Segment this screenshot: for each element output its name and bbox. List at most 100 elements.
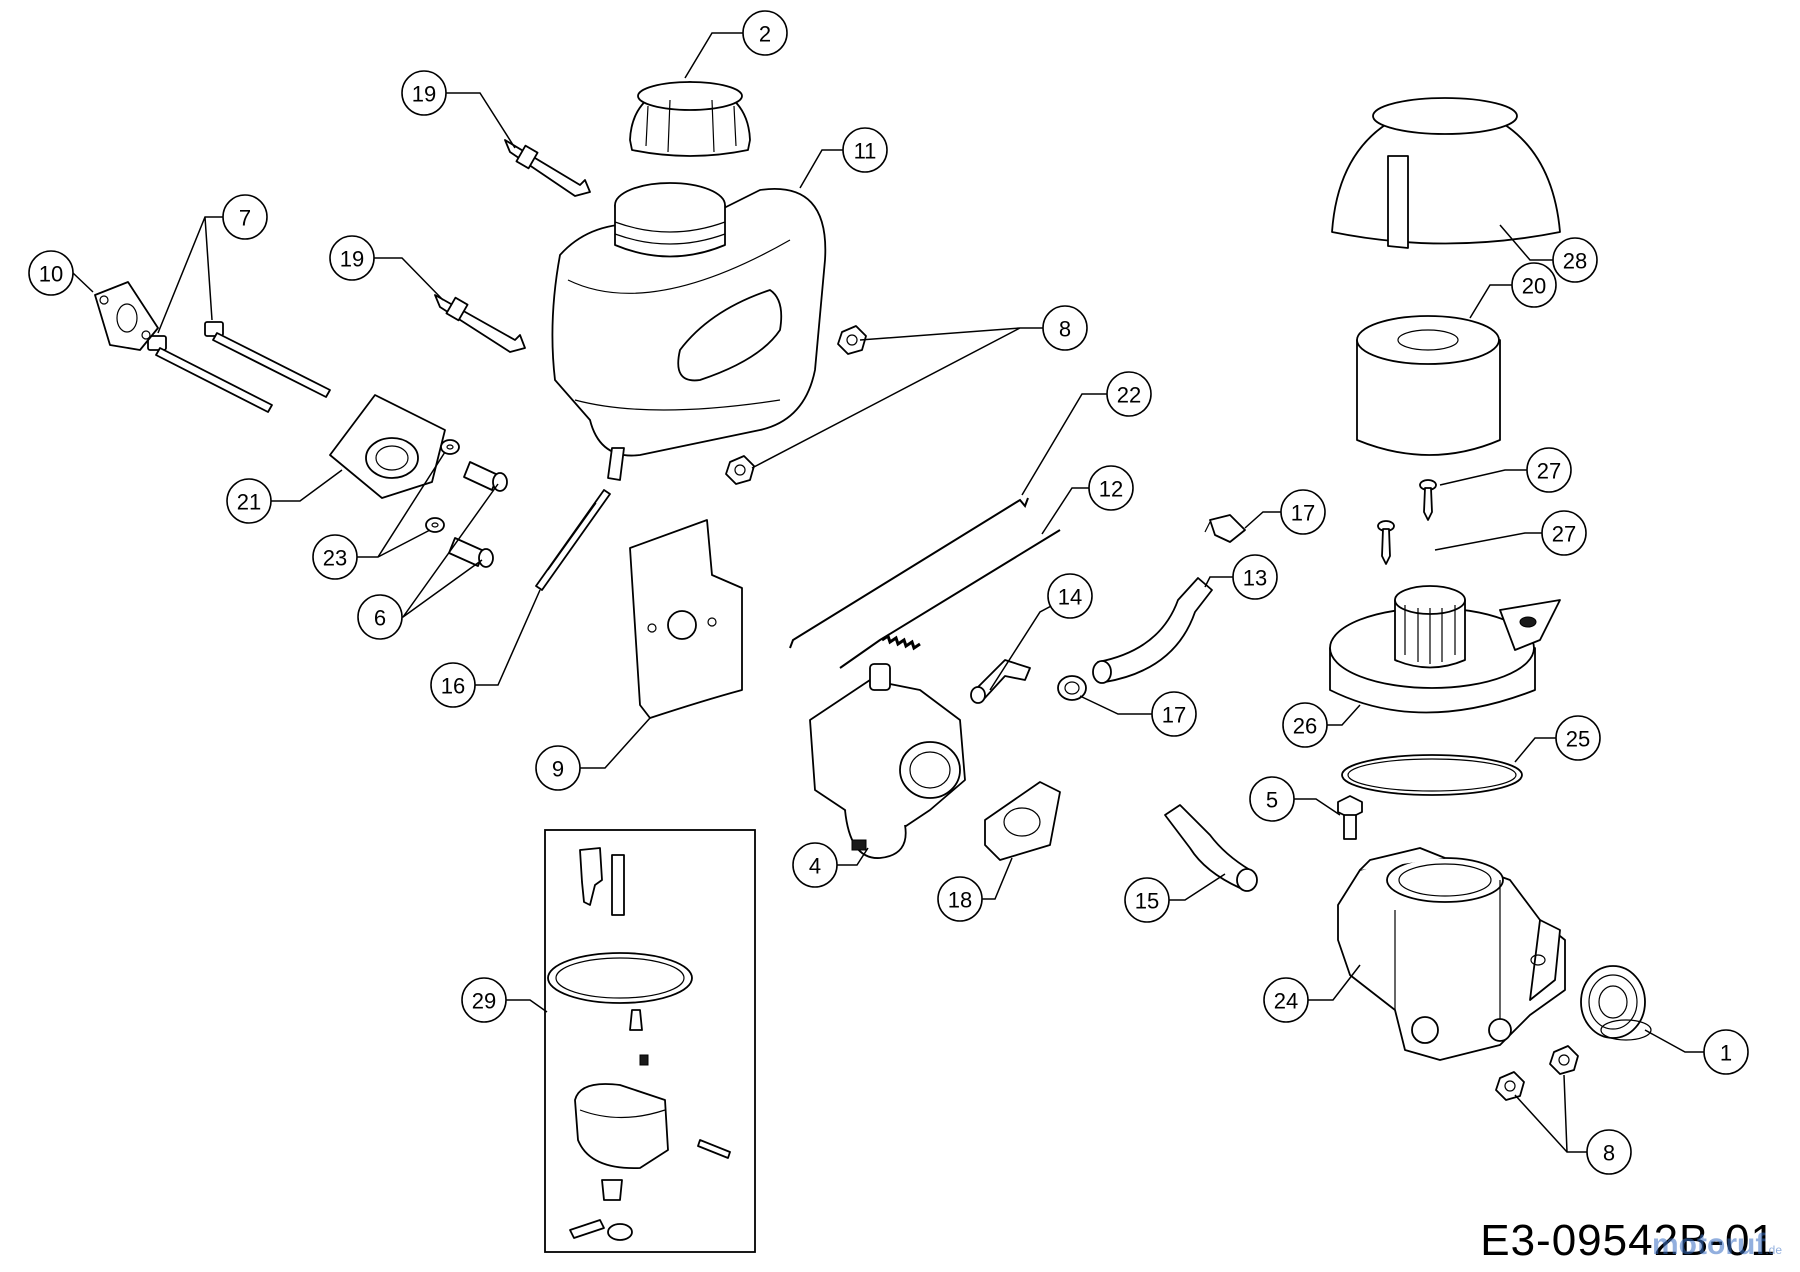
callout-19-lower: 19: [329, 235, 375, 281]
callout-24: 24: [1263, 977, 1309, 1023]
part-short-bolt-lower: [448, 537, 494, 568]
part-bolt: [1337, 795, 1363, 840]
svg-text:14: 14: [1058, 585, 1082, 610]
callout-21: 21: [226, 478, 272, 524]
part-knob: [1580, 965, 1652, 1041]
part-screw-upper: [1419, 479, 1437, 521]
callout-18: 18: [937, 876, 983, 922]
callout-15: 15: [1124, 877, 1170, 923]
part-fuel-fitting-lower: [434, 294, 526, 353]
part-heat-shield: [629, 519, 743, 719]
svg-text:16: 16: [441, 674, 465, 699]
svg-text:6: 6: [374, 606, 386, 631]
svg-text:27: 27: [1537, 459, 1561, 484]
svg-text:8: 8: [1603, 1141, 1615, 1166]
watermark-logo: motoruf.de: [1652, 1228, 1782, 1262]
svg-text:20: 20: [1522, 274, 1546, 299]
part-repair-kit: [544, 829, 756, 1253]
callout-12: 12: [1088, 465, 1134, 511]
part-fuel-tank: [551, 182, 827, 481]
callout-27-lower: 27: [1541, 510, 1587, 556]
part-carburetor-gasket: [984, 781, 1061, 861]
callout-19-upper: 19: [401, 70, 447, 116]
part-washer-upper: [440, 439, 460, 455]
svg-text:7: 7: [239, 206, 251, 231]
part-air-intake-housing: [1337, 847, 1566, 1061]
svg-text:15: 15: [1135, 889, 1159, 914]
part-breather-hose: [1164, 804, 1258, 892]
part-intake-spacer: [329, 394, 446, 499]
part-mounting-bolts: [147, 321, 331, 413]
leader-lines: [72, 32, 1704, 1153]
part-carburetor: [809, 663, 966, 859]
svg-text:13: 13: [1243, 566, 1267, 591]
part-screw-lower: [1377, 520, 1395, 565]
part-hose-clamp-lower: [1057, 675, 1087, 701]
part-throttle-rod: [789, 497, 1029, 649]
svg-text:17: 17: [1162, 703, 1186, 728]
part-fuel-line: [535, 489, 611, 591]
part-air-filter-element: [1356, 315, 1501, 456]
svg-text:11: 11: [854, 139, 877, 164]
part-hose-clamp-upper: [1204, 514, 1246, 543]
callout-17-upper: 17: [1280, 489, 1326, 535]
callout-13: 13: [1232, 554, 1278, 600]
callout-28: 28: [1552, 237, 1598, 283]
svg-text:9: 9: [552, 757, 564, 782]
watermark-suffix: .de: [1765, 1243, 1782, 1257]
part-governor-rod-spring: [839, 529, 1061, 669]
callout-11: 11: [842, 127, 888, 173]
svg-text:10: 10: [39, 262, 63, 287]
callout-10: 10: [28, 250, 74, 296]
svg-text:24: 24: [1274, 989, 1298, 1014]
callout-16: 16: [430, 662, 476, 708]
svg-text:2: 2: [759, 22, 771, 47]
svg-text:4: 4: [809, 854, 821, 879]
svg-text:27: 27: [1552, 522, 1576, 547]
callout-9: 9: [535, 745, 581, 791]
watermark-text: motoruf: [1652, 1228, 1766, 1261]
svg-text:23: 23: [323, 546, 347, 571]
part-flange-nut-bottom-left: [1495, 1071, 1525, 1101]
callout-27-upper: 27: [1526, 447, 1572, 493]
callout-17-lower: 17: [1151, 691, 1197, 737]
callout-2: 2: [742, 10, 788, 56]
svg-text:28: 28: [1563, 249, 1587, 274]
svg-text:22: 22: [1117, 383, 1141, 408]
callout-1: 1: [1703, 1029, 1749, 1075]
svg-text:8: 8: [1059, 317, 1071, 342]
callout-5: 5: [1249, 776, 1295, 822]
callout-22: 22: [1106, 371, 1152, 417]
svg-text:17: 17: [1291, 501, 1315, 526]
svg-text:5: 5: [1266, 788, 1278, 813]
svg-text:25: 25: [1566, 727, 1590, 752]
svg-text:29: 29: [472, 989, 496, 1014]
svg-text:18: 18: [948, 888, 972, 913]
part-air-filter-cover: [1331, 97, 1561, 249]
callout-7: 7: [222, 194, 268, 240]
callout-8-upper: 8: [1042, 305, 1088, 351]
part-flange-nut-bottom-right: [1549, 1045, 1579, 1075]
svg-text:1: 1: [1720, 1041, 1732, 1066]
callout-6: 6: [357, 594, 403, 640]
callout-26: 26: [1282, 702, 1328, 748]
callout-14: 14: [1047, 573, 1093, 619]
callout-20: 20: [1511, 262, 1557, 308]
svg-text:21: 21: [237, 490, 261, 515]
part-hose-short: [970, 659, 1031, 704]
part-o-ring: [1341, 754, 1523, 796]
drawing-code: E3-09542B-01: [1480, 1216, 1776, 1265]
part-flange-nut-lower: [725, 455, 755, 485]
part-intake-gasket: [94, 281, 159, 351]
part-hose-curved: [1092, 577, 1213, 684]
callout-4: 4: [792, 842, 838, 888]
part-flange-nut-upper: [837, 325, 867, 355]
svg-text:19: 19: [412, 82, 436, 107]
part-washer-lower: [425, 517, 445, 533]
callout-25: 25: [1555, 715, 1601, 761]
part-air-filter-base: [1329, 585, 1561, 714]
svg-text:12: 12: [1099, 477, 1123, 502]
part-short-bolt-upper: [463, 461, 508, 492]
part-fuel-fitting-upper: [504, 139, 591, 197]
svg-text:26: 26: [1293, 714, 1317, 739]
